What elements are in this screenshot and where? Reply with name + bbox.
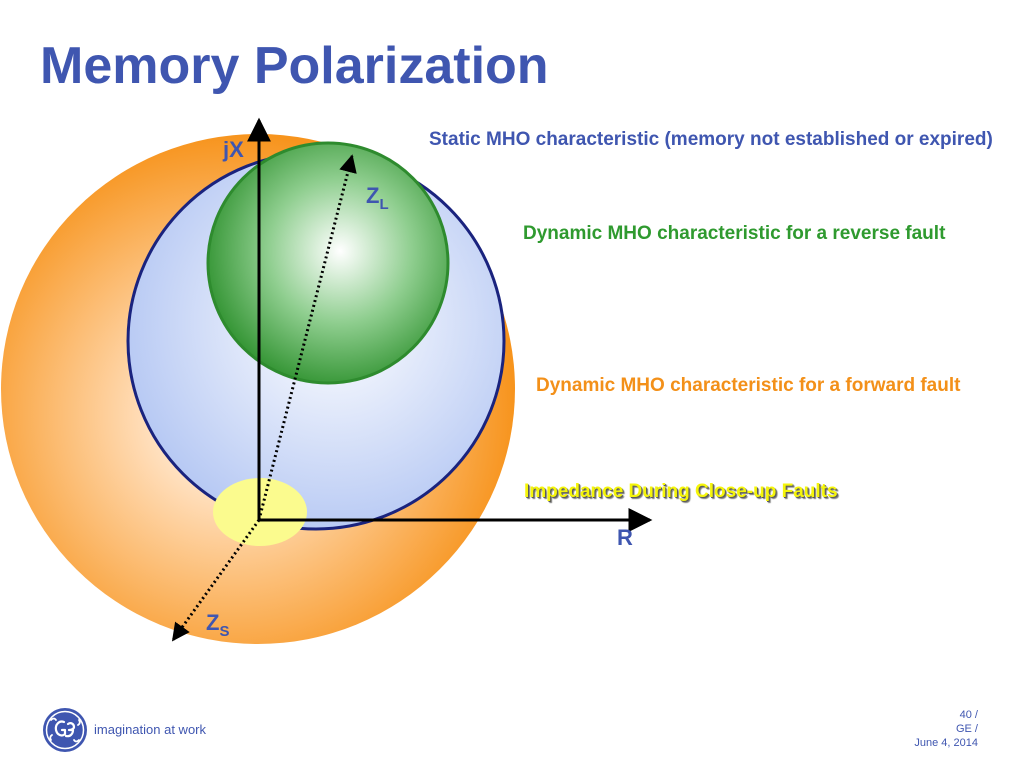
slide-title: Memory Polarization (40, 37, 549, 95)
zl-label-main: Z (366, 183, 379, 208)
legend-closeup-impedance: Impedance During Close-up Faults (524, 481, 838, 502)
legend-reverse-mho: Dynamic MHO characteristic for a reverse… (523, 223, 946, 244)
zl-label: ZL (366, 183, 389, 213)
slide-date: June 4, 2014 (914, 737, 978, 749)
company-name: GE / (955, 723, 978, 735)
page-number: 40 / (959, 709, 978, 721)
page-info: 40 / GE / June 4, 2014 (914, 708, 978, 750)
ge-logo-icon (43, 708, 87, 752)
reverse-mho-circle (206, 141, 450, 385)
zs-label-main: Z (206, 610, 219, 635)
x-axis-label: R (617, 525, 633, 550)
legend-static-mho: Static MHO characteristic (memory not es… (429, 129, 993, 150)
footer-tagline: imagination at work (94, 722, 206, 737)
zs-label: ZS (206, 610, 229, 640)
zl-label-sub: L (379, 196, 388, 213)
legend-forward-mho: Dynamic MHO characteristic for a forward… (536, 375, 961, 396)
zs-label-sub: S (219, 623, 229, 640)
y-axis-label: jX (222, 137, 244, 162)
